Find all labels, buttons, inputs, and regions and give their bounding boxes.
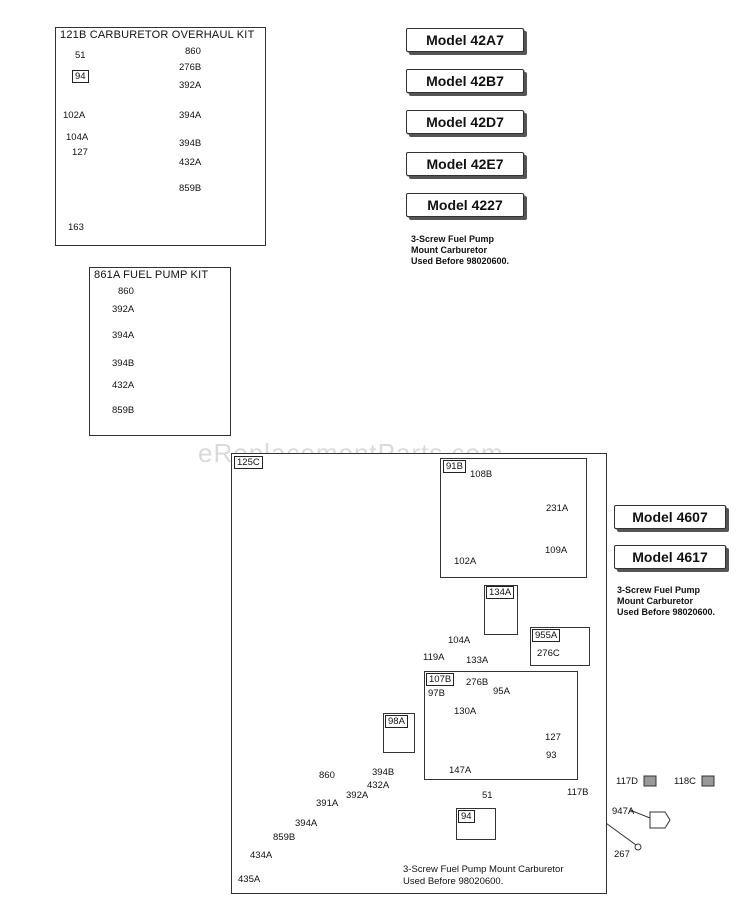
part-label: 102A (454, 556, 477, 567)
model-badge: Model 42A7 (406, 28, 524, 52)
part-label: 859B (273, 832, 296, 843)
part-label: 394B (372, 767, 395, 778)
part-label: 392A (179, 80, 202, 91)
part-label: 130A (454, 706, 477, 717)
part-label: 860 (118, 286, 134, 297)
part-tag: 955A (532, 629, 561, 642)
part-label: 859B (112, 405, 135, 416)
solenoid-947A-sketch (649, 811, 671, 829)
part-label: 392A (346, 790, 369, 801)
part-label: 147A (449, 765, 472, 776)
assembly-tag: 125C (234, 456, 263, 469)
part-label: 435A (238, 874, 261, 885)
part-label: 127 (545, 732, 561, 743)
part-label: 118C (674, 776, 697, 787)
part-label: 394A (112, 330, 135, 341)
part-label: 95A (493, 686, 510, 697)
carburetor-note-right: 3-Screw Fuel Pump Mount Carburetor Used … (617, 585, 716, 617)
model-badge: Model 42E7 (406, 152, 524, 176)
part-label: 51 (75, 50, 86, 61)
part-label: 231A (546, 503, 569, 514)
part-label: 104A (448, 635, 471, 646)
carburetor-overhaul-kit-box: 121B CARBURETOR OVERHAUL KIT (55, 27, 266, 246)
part-label: 276C (537, 648, 560, 659)
part-label: 108B (470, 469, 493, 480)
part-label: 117B (567, 787, 589, 798)
carb-body-kit-box (424, 671, 578, 780)
part-tag: 94 (458, 810, 475, 823)
part-label: 434A (250, 850, 273, 861)
part-label: 97B (428, 688, 445, 699)
part-label: 432A (112, 380, 135, 391)
part-label: 109A (545, 545, 568, 556)
part-label: 267 (614, 849, 630, 860)
part-label: 51 (482, 790, 493, 801)
part-label: 102A (63, 110, 86, 121)
part-label: 276B (466, 677, 489, 688)
part-label: 127 (72, 147, 88, 158)
part-label: 104A (66, 132, 89, 143)
model-badge: Model 42B7 (406, 69, 524, 93)
part-label: 394B (179, 138, 202, 149)
kit-title: 861A FUEL PUMP KIT (94, 269, 209, 281)
part-label: 117D (616, 776, 639, 787)
model-badge: Model 4227 (406, 193, 524, 217)
model-badge: Model 4607 (614, 505, 726, 529)
part-label: 432A (367, 780, 390, 791)
model-badge: Model 42D7 (406, 110, 524, 134)
part-label: 119A (423, 652, 445, 663)
model-badge: Model 4617 (614, 545, 726, 569)
part-label: 93 (546, 750, 557, 761)
part-label: 394A (295, 818, 318, 829)
part-tag: 134A (486, 586, 515, 599)
part-label: 860 (185, 46, 201, 57)
fuel-pump-kit-box: 861A FUEL PUMP KIT (89, 267, 231, 436)
part-tag: 91B (443, 460, 466, 473)
part-label: 947A (612, 806, 635, 817)
part-label: 392A (112, 304, 135, 315)
kit-title: 121B CARBURETOR OVERHAUL KIT (60, 29, 255, 41)
assembly-bottom-note: 3-Screw Fuel Pump Mount Carburetor Used … (403, 864, 564, 887)
part-label: 860 (319, 770, 335, 781)
part-tag: 94 (72, 70, 89, 83)
part-label: 394B (112, 358, 135, 369)
part-tag: 107B (426, 673, 455, 686)
part-label: 394A (179, 110, 202, 121)
part-label: 859B (179, 183, 202, 194)
upper-body-kit-box (440, 458, 587, 578)
part-label: 276B (179, 62, 202, 73)
part-label: 163 (68, 222, 84, 233)
carburetor-note-top: 3-Screw Fuel Pump Mount Carburetor Used … (411, 234, 510, 266)
part-tag: 98A (385, 715, 408, 728)
part-label: 391A (316, 798, 339, 809)
part-label: 133A (466, 655, 489, 666)
part-label: 432A (179, 157, 202, 168)
